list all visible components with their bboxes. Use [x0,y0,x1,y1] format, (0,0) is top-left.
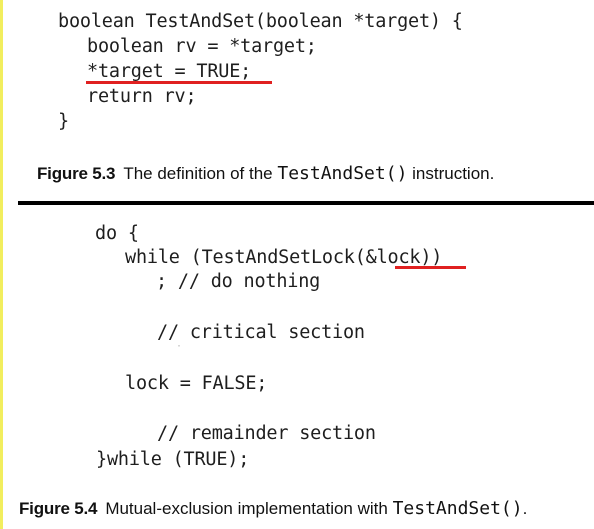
code-segment-highlighted: &lock [365,247,421,268]
code-segment: )) [420,247,443,268]
red-underline-target [86,81,272,84]
code-segment: while (TestAndSetLock( [125,247,366,268]
code-line: do { [95,223,139,244]
caption-code: TestAndSet() [392,498,523,519]
figure-number: Figure 5.3 [37,164,116,183]
code-line: boolean rv = *target; [87,36,317,57]
caption-text: The definition of the [123,164,278,183]
code-line-while: while (TestAndSetLock(&lock)) [125,245,442,270]
figure-5-3-caption: Figure 5.3 The definition of the TestAndS… [37,163,494,184]
code-line: }while (TRUE); [96,449,250,470]
code-line: lock = FALSE; [125,373,268,394]
caption-text: Mutual-exclusion implementation with [105,499,393,518]
code-line: return rv; [87,86,197,107]
scan-smudge: · [176,341,183,352]
caption-code: TestAndSet() [277,163,408,184]
caption-text: instruction. [407,164,495,183]
code-line-highlighted: *target = TRUE; [87,61,252,82]
code-line: } [58,111,69,132]
red-underline-lock [395,266,466,269]
code-line: ; // do nothing [156,271,321,292]
figure-number: Figure 5.4 [19,499,98,518]
code-line: // critical section [157,322,365,343]
code-line: boolean TestAndSet(boolean *target) { [58,11,463,32]
figure-divider-rule [18,201,594,205]
caption-text: . [522,499,528,518]
left-margin-bar [0,0,3,529]
code-line: // remainder section [157,423,376,444]
figure-5-4-caption: Figure 5.4 Mutual-exclusion implementatio… [19,498,527,519]
